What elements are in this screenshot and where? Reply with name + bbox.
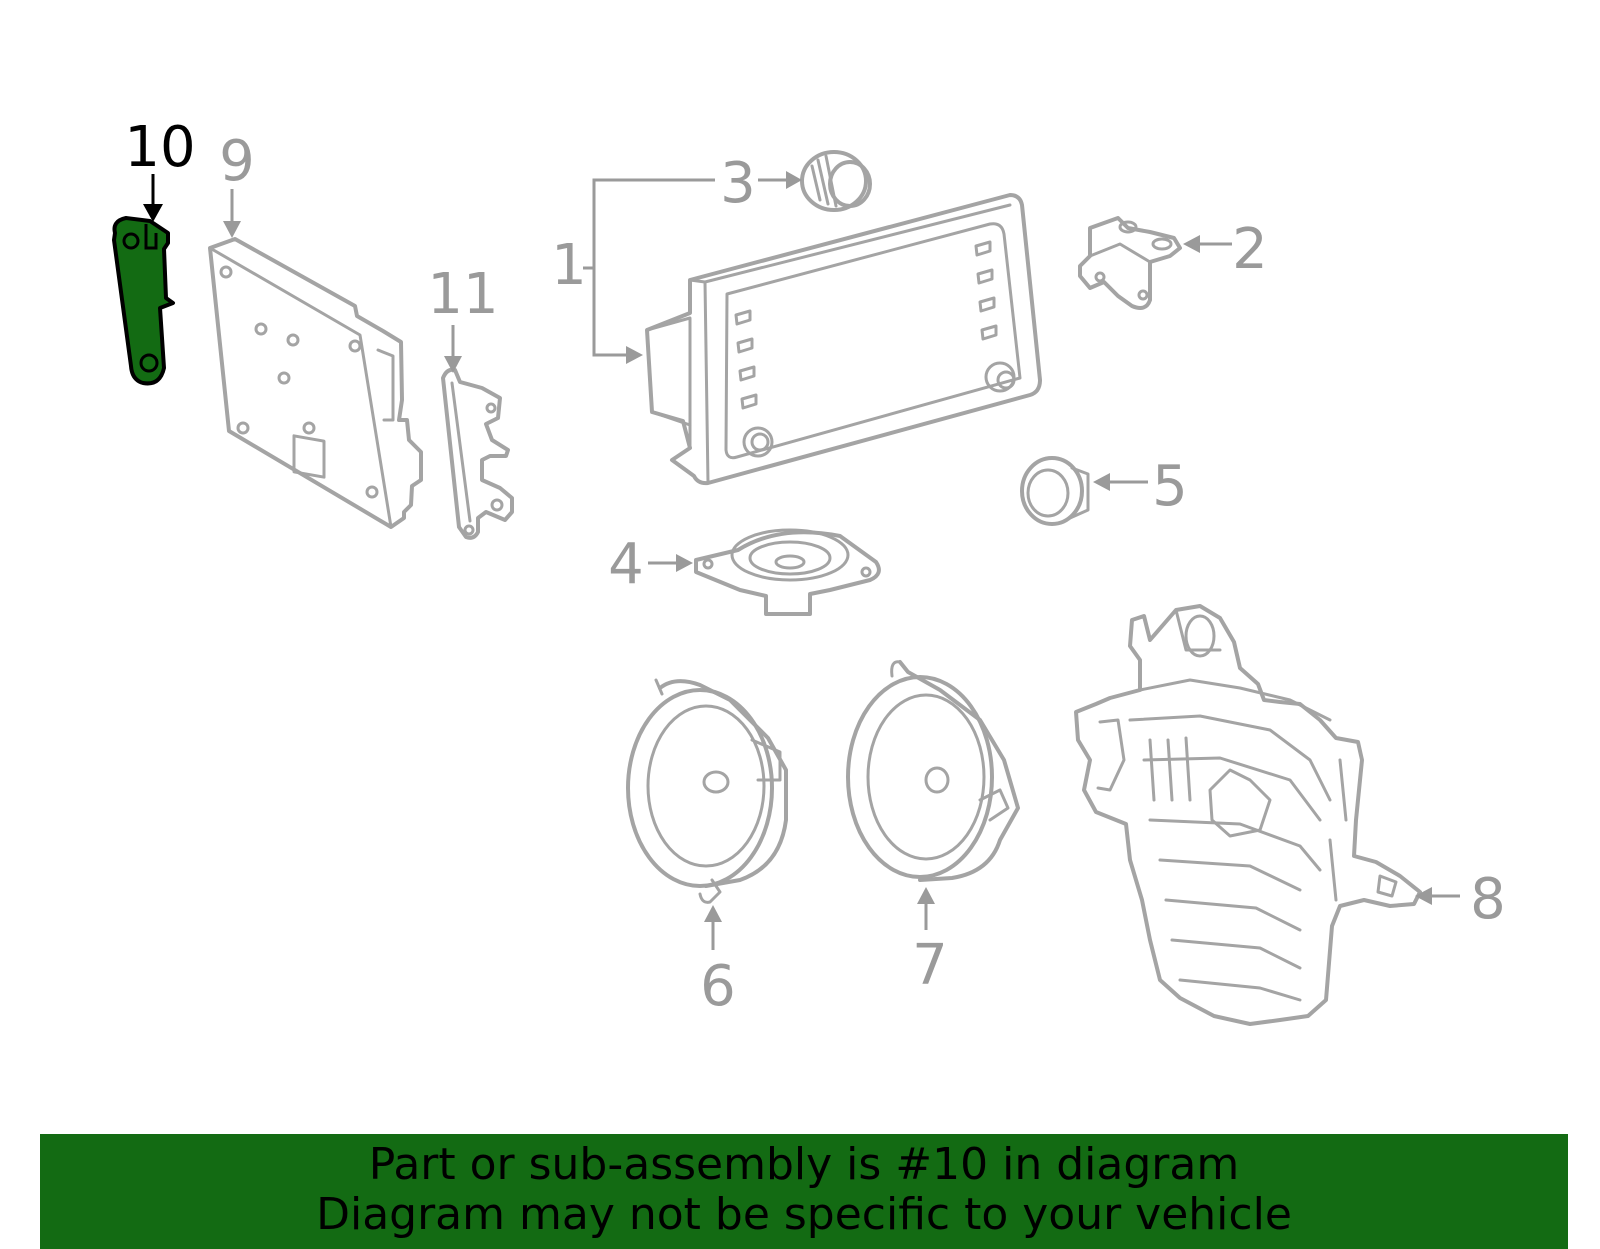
part-6-speaker[interactable] [626,678,788,904]
callout-4: 4 [608,532,693,597]
callout-9: 9 [219,129,255,238]
callout-11: 11 [427,262,499,373]
part-11-bracket[interactable] [441,367,514,540]
part-1-display-unit[interactable] [645,193,1042,486]
part-4-tweeter[interactable] [694,528,881,616]
info-banner: Part or sub-assembly is #10 in diagram D… [40,1134,1568,1249]
callout-8-label: 8 [1470,867,1506,932]
part-9-module[interactable] [208,237,423,529]
callout-2: 2 [1183,217,1268,282]
display-side-buttons-left [734,309,758,410]
display-side-buttons-right [974,240,998,341]
part-5-knob[interactable] [1020,456,1090,526]
callout-3: 3 [720,151,802,216]
part-8-housing[interactable] [1074,604,1422,1026]
banner-line-2: Diagram may not be specific to your vehi… [316,1189,1292,1240]
callout-3-label: 3 [720,151,756,216]
banner-line-1: Part or sub-assembly is #10 in diagram [368,1139,1240,1190]
callout-2-label: 2 [1232,217,1268,282]
part-3-knob[interactable] [800,150,872,212]
callout-5: 5 [1093,454,1188,519]
callout-1-label: 1 [551,233,587,298]
callout-8: 8 [1415,867,1506,932]
part-2-bracket[interactable] [1078,216,1182,310]
callout-6-label: 6 [700,954,736,1019]
callout-1: 1 [551,178,715,364]
left-knob[interactable] [742,426,774,458]
callout-4-label: 4 [608,532,644,597]
callout-9-label: 9 [219,129,255,194]
callout-5-label: 5 [1152,454,1188,519]
callout-6: 6 [700,905,736,1019]
callout-11-label: 11 [427,262,498,327]
callout-7: 7 [912,887,948,998]
part-10-bracket[interactable] [112,216,175,386]
callout-10-label: 10 [124,115,195,180]
callout-10: 10 [124,115,196,222]
part-7-speaker[interactable] [846,660,1020,882]
callout-7-label: 7 [912,933,948,998]
